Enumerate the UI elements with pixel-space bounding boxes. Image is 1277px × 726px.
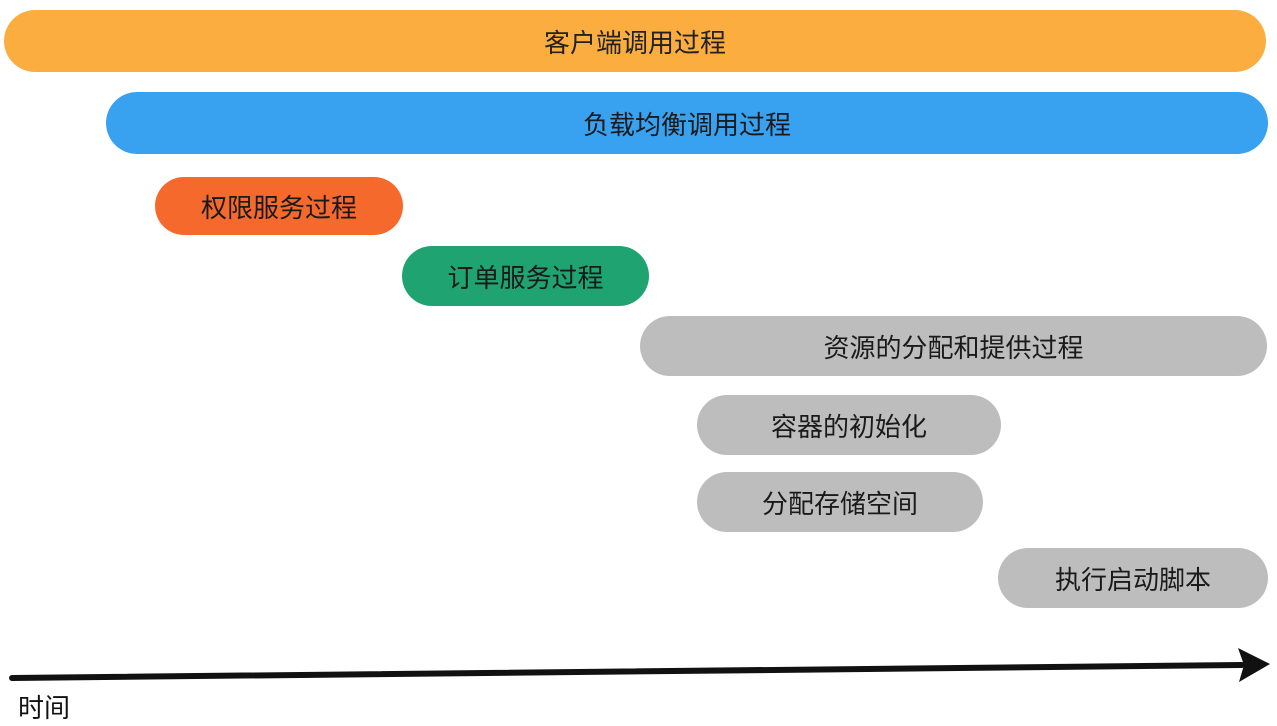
- bar-label: 分配存储空间: [761, 489, 918, 520]
- bar-label: 资源的分配和提供过程: [823, 333, 1084, 364]
- bar-container-init: 容器的初始化: [697, 395, 1001, 455]
- bar-label: 执行启动脚本: [1054, 565, 1211, 596]
- bar-client-call-process: 客户端调用过程: [4, 10, 1266, 72]
- bar-label: 容器的初始化: [770, 412, 927, 443]
- bar-label: 客户端调用过程: [543, 28, 726, 59]
- bar-run-startup-script: 执行启动脚本: [998, 548, 1268, 608]
- bar-label: 订单服务过程: [447, 263, 604, 294]
- time-axis-line: [9, 662, 1245, 681]
- bar-auth-service-process: 权限服务过程: [155, 177, 403, 235]
- time-axis-arrow: [9, 648, 1270, 682]
- bar-allocate-storage: 分配存储空间: [697, 472, 983, 532]
- bar-label: 负载均衡调用过程: [582, 110, 791, 141]
- bar-resource-allocation-process: 资源的分配和提供过程: [640, 316, 1267, 376]
- bar-label: 权限服务过程: [200, 193, 357, 224]
- time-axis-label: 时间: [18, 694, 71, 724]
- arrowhead-icon: [1238, 648, 1270, 682]
- bar-order-service-process: 订单服务过程: [402, 246, 649, 306]
- bar-load-balancer-call-process: 负载均衡调用过程: [106, 92, 1268, 154]
